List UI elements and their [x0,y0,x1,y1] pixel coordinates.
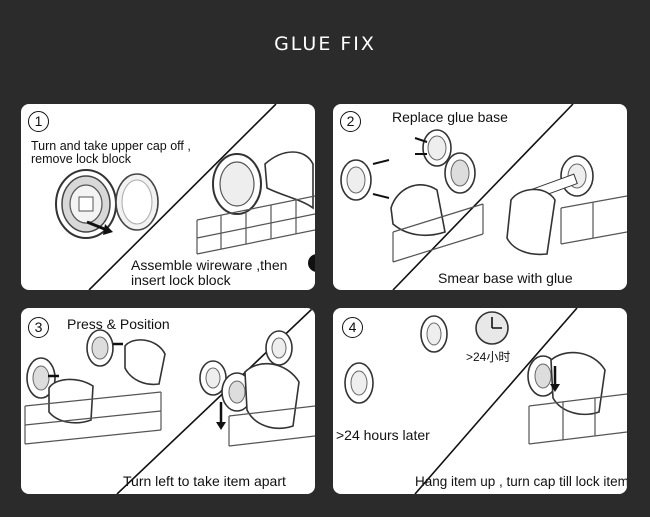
suction-cup-icon [26,357,56,399]
step-caption: Assemble wireware ,then [131,257,288,273]
step-number: 1 [28,111,49,132]
hand-icon [390,184,446,237]
glue-base-icon [265,330,293,366]
suction-cup-icon [527,355,559,397]
step-number: 4 [342,317,363,338]
suction-cup-icon [221,372,253,412]
page-title: GLUE FIX [274,33,376,55]
step-4-illustration [344,308,627,494]
suction-cup-icon [212,153,262,215]
step-1-panel: 1 Turn and take upper cap off , remove l… [21,104,315,290]
glue-base-icon [420,315,448,353]
arrow-icon [414,137,428,155]
hand-icon [550,351,606,416]
suction-cup-icon [560,155,594,197]
step-1-illustration [55,104,315,290]
arrow-icon [372,159,390,199]
glue-base-icon [422,129,452,167]
glue-base-icon [340,159,372,201]
wire-basket-icon [560,195,627,245]
clock-caption: >24小时 [466,350,511,364]
wire-basket-icon [24,391,162,445]
suction-cup-icon [444,152,476,194]
arrow-icon [86,220,108,232]
wire-basket-icon [228,405,315,447]
hand-icon [264,151,314,210]
step-caption: Turn left to take item apart [123,473,286,489]
hand-icon [244,363,300,430]
cap-icon [115,173,159,231]
wire-basket-icon [196,195,315,255]
wire-basket-icon [392,203,484,263]
step-2-panel: 2 Replace glue base Smear base with glue [333,104,627,290]
step-4-panel: 4 >24小时 >24 hours later Hang item up , t… [333,308,627,494]
divider-line [392,104,574,290]
step-2-illustration [340,104,627,290]
step-caption: Press & Position [67,316,170,332]
divider-line [88,104,277,290]
suction-cup-icon [86,329,114,367]
step-caption: insert lock block [131,272,231,288]
step-3-illustration [24,308,315,494]
step-caption: remove lock block [31,152,132,166]
step-caption: Hang item up , turn cap till lock item [415,474,627,489]
step-3-panel: 3 Press & Position Turn left to take ite… [21,308,315,494]
step-caption: >24 hours later [336,427,430,443]
clock-icon [475,311,509,345]
divider-line [414,308,578,494]
wire-basket-icon [528,393,627,445]
step-caption: Turn and take upper cap off , [31,139,191,153]
step-number: 3 [28,317,49,338]
hand-icon [124,339,166,386]
step-caption: Replace glue base [392,109,508,125]
suction-cup-icon [55,169,117,239]
step-caption: Smear base with glue [438,270,573,286]
glue-base-icon [199,360,227,396]
step-number: 2 [340,111,361,132]
glue-base-icon [344,362,374,404]
lock-block-icon [308,254,315,272]
hand-icon [506,188,556,256]
